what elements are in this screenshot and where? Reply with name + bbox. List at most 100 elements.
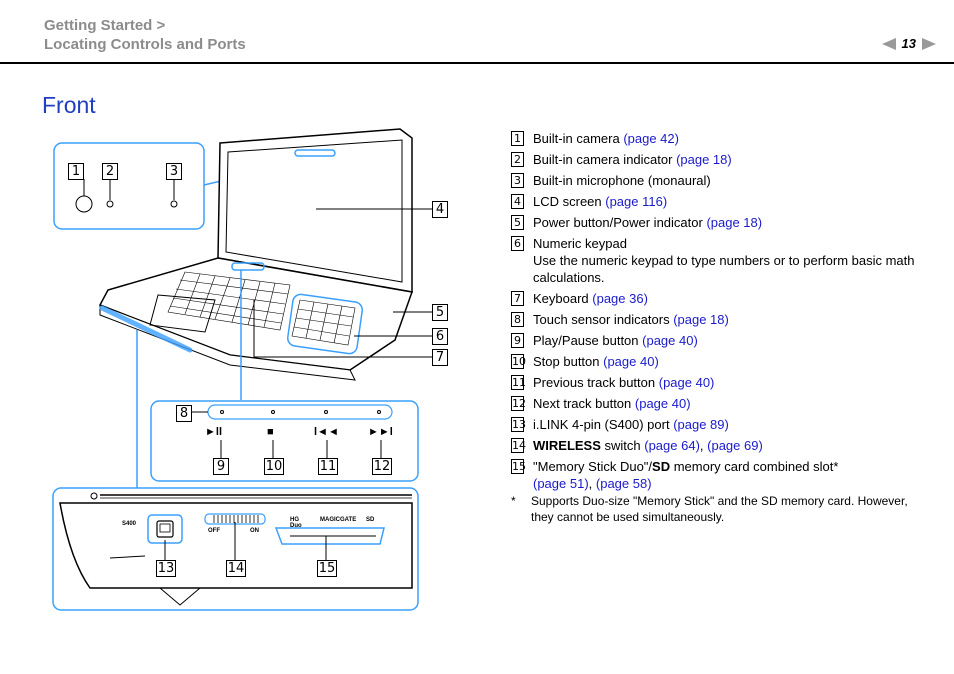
page-link[interactable]: (page 18) [706, 215, 763, 230]
item-number-box: 13 [511, 417, 526, 432]
item-bold-text: WIRELESS [533, 438, 601, 453]
switch-off-label: OFF [208, 528, 220, 534]
item-description: Power button/Power indicator (page 18) [533, 214, 931, 231]
s400-label: S400 [122, 521, 137, 527]
page-link[interactable]: (page 89) [673, 417, 729, 432]
item-number-box: 14 [511, 438, 526, 453]
item-description: Stop button (page 40) [533, 353, 931, 370]
page-link[interactable]: (page 40) [642, 333, 698, 348]
next-track-icon: ►►l [368, 426, 393, 438]
item-text: Keyboard [533, 291, 593, 306]
list-item: 7 Keyboard (page 36) [511, 290, 931, 307]
item-text: LCD screen [533, 194, 606, 209]
page-link[interactable]: (page 40) [603, 354, 659, 369]
footnote-marker: * [511, 494, 516, 508]
list-item: 1 Built-in camera (page 42) [511, 130, 931, 147]
page-link[interactable]: (page 51) [533, 476, 589, 491]
callout-label-1: 1 [68, 163, 84, 180]
item-description: "Memory Stick Duo"/SD memory card combin… [533, 458, 931, 492]
media-buttons-inset [150, 400, 419, 482]
list-item: 5 Power button/Power indicator (page 18) [511, 214, 931, 231]
previous-page-arrow-icon[interactable] [881, 37, 896, 50]
camera-lens-icon [75, 195, 93, 213]
switch-on-label: ON [250, 528, 259, 534]
callout-label-10: 10 [264, 458, 284, 475]
item-description: Keyboard (page 36) [533, 290, 931, 307]
item-description: WIRELESS switch (page 64), (page 69) [533, 437, 931, 454]
item-text: switch [600, 438, 645, 453]
item-description: Play/Pause button (page 40) [533, 332, 931, 349]
page-link[interactable]: (page 18) [676, 152, 732, 167]
item-text: Power button/Power indicator [533, 215, 707, 230]
page-link[interactable]: (page 40) [634, 396, 691, 411]
stop-icon: ■ [267, 426, 274, 438]
item-description: Touch sensor indicators (page 18) [533, 311, 931, 328]
item-text: Built-in camera indicator [533, 152, 677, 167]
item-number-box: 10 [511, 354, 526, 369]
page-link[interactable]: (page 64) [644, 438, 700, 453]
callout-label-11: 11 [318, 458, 338, 475]
page-link[interactable]: (page 40) [658, 375, 715, 390]
separator: , [699, 438, 708, 453]
item-text: memory card combined slot* [670, 459, 839, 474]
breadcrumb-page: Locating Controls and Ports [44, 36, 246, 53]
item-number-box: 4 [511, 194, 524, 209]
callout-label-3: 3 [166, 163, 182, 180]
footnote: * Supports Duo-size "Memory Stick" and t… [511, 493, 921, 525]
page-link[interactable]: (page 18) [673, 312, 729, 327]
item-number-box: 12 [511, 396, 526, 411]
item-number-box: 5 [511, 215, 524, 230]
item-bold-text: SD [652, 459, 671, 474]
callout-label-6: 6 [432, 328, 448, 345]
header-divider [0, 62, 954, 64]
item-text: "Memory Stick Duo"/ [533, 459, 653, 474]
page-link[interactable]: (page 36) [592, 291, 648, 306]
item-description: Built-in camera (page 42) [533, 130, 931, 147]
callout-label-14: 14 [226, 560, 246, 577]
list-item: 10 Stop button (page 40) [511, 353, 931, 370]
page-link[interactable]: (page 58) [595, 476, 652, 491]
item-number-box: 8 [511, 312, 524, 327]
item-number-box: 11 [511, 375, 526, 390]
side-ports-inset [52, 487, 419, 611]
item-number-box: 1 [511, 131, 524, 146]
item-description: i.LINK 4-pin (S400) port (page 89) [533, 416, 931, 433]
item-extra-text: Use the numeric keypad to type numbers o… [533, 253, 915, 285]
camera-indicator-icon [106, 200, 114, 208]
item-number-box: 9 [511, 333, 524, 348]
callout-label-5: 5 [432, 304, 448, 321]
page-link[interactable]: (page 69) [707, 438, 763, 453]
item-number-box: 6 [511, 236, 524, 251]
item-text: Next track button [533, 396, 635, 411]
item-text: Stop button [533, 354, 604, 369]
page-link[interactable]: (page 116) [605, 194, 668, 209]
microphone-icon [170, 200, 178, 208]
list-item: 14 WIRELESS switch (page 64), (page 69) [511, 437, 931, 454]
item-description: Built-in camera indicator (page 18) [533, 151, 931, 168]
play-pause-icon: ►ll [205, 426, 222, 438]
next-page-arrow-icon[interactable] [922, 37, 936, 50]
item-number-box: 7 [511, 291, 524, 306]
item-text: Built-in camera [533, 131, 624, 146]
breadcrumb: Getting Started > Locating Controls and … [44, 16, 246, 54]
callout-label-13: 13 [156, 560, 176, 577]
list-item: 13 i.LINK 4-pin (S400) port (page 89) [511, 416, 931, 433]
breadcrumb-section[interactable]: Getting Started > [44, 17, 166, 34]
page-navigation: 13 [881, 36, 936, 51]
item-number-box: 15 [511, 459, 526, 474]
callout-label-2: 2 [102, 163, 118, 180]
previous-track-icon: l◄◄ [314, 426, 339, 438]
camera-inset-box [53, 142, 205, 230]
item-description: Built-in microphone (monaural) [533, 172, 931, 189]
page-title: Front [42, 92, 96, 118]
callout-label-8: 8 [176, 405, 192, 422]
item-text: i.LINK 4-pin (S400) port [533, 417, 674, 432]
page-link[interactable]: (page 42) [623, 131, 679, 146]
callout-label-4: 4 [432, 201, 448, 218]
